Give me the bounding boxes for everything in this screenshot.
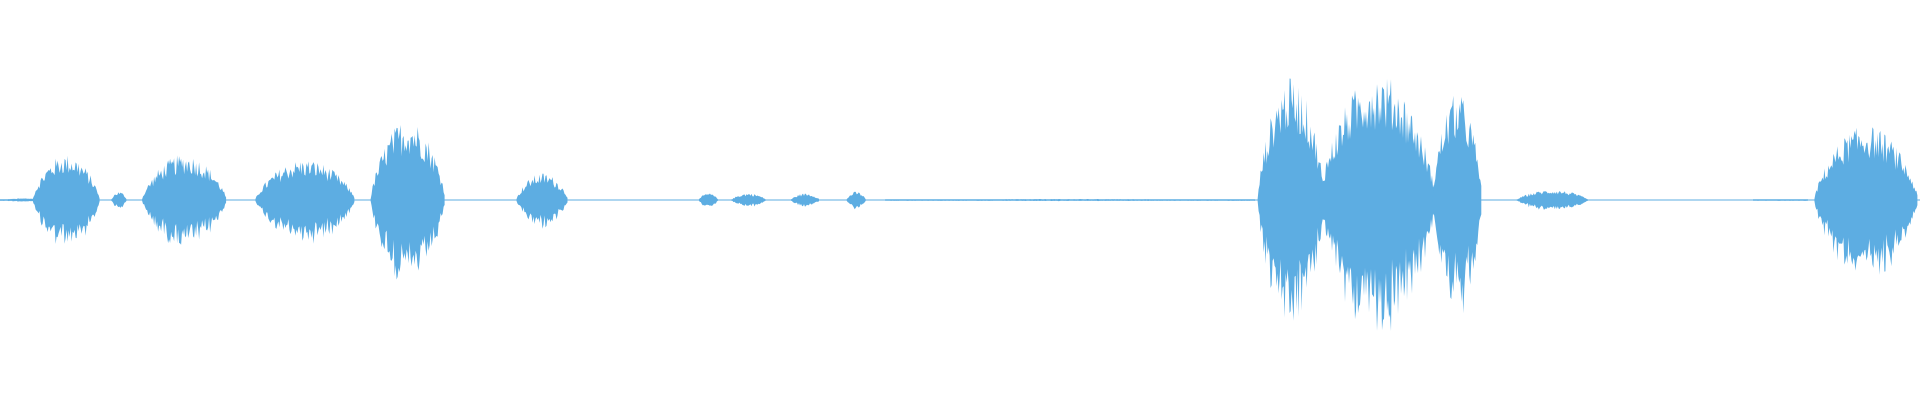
waveform-segment-14 [1432,95,1482,314]
waveform-segment-7 [698,193,718,206]
waveform-segment-6 [516,173,568,229]
waveform-segment-8 [731,193,766,207]
waveform-segment-1 [32,155,100,244]
waveform-segment-13 [1319,78,1436,332]
waveform-segment-2 [111,192,127,208]
waveform-segment-3 [142,155,227,245]
waveform-segment-5 [370,125,445,280]
waveform-segment-15 [1516,191,1588,210]
waveform-segment-11 [885,199,1256,202]
waveform-segment-10 [846,191,866,210]
waveform-segment-12 [1257,78,1325,321]
waveform-segment-9 [791,193,819,207]
waveform-segment-4 [255,161,355,244]
waveform-segment-16 [1753,199,1808,201]
waveform-segment-17 [1814,127,1918,275]
